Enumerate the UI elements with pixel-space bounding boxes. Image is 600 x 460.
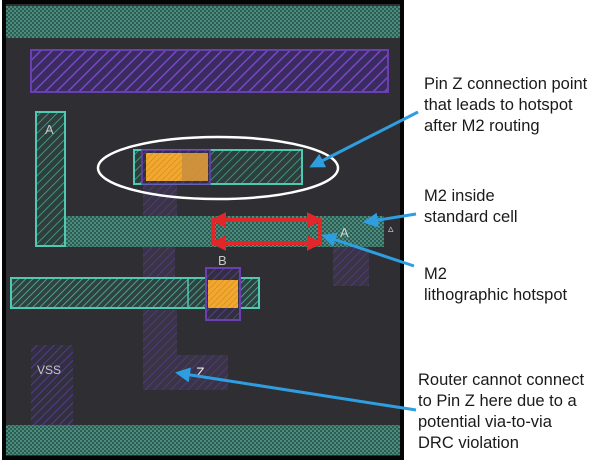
callout-router: Router cannot connect to Pin Z here due … bbox=[418, 371, 585, 452]
top-metal-bar bbox=[30, 49, 389, 93]
callout-arrow-router bbox=[175, 367, 417, 412]
vss-label: VSS bbox=[37, 363, 61, 377]
pin-a-right-label: A bbox=[340, 225, 349, 240]
callout-pin-z-connection: Pin Z connection point that leads to hot… bbox=[424, 75, 588, 135]
pin-z-via-pair bbox=[182, 153, 208, 181]
callout-arrow-m2-inside bbox=[363, 212, 417, 228]
bottom-power-rail bbox=[6, 425, 400, 455]
m2-track bbox=[143, 185, 177, 220]
pin-b-label: B bbox=[218, 253, 227, 268]
m2-track-z-foot bbox=[143, 355, 228, 390]
via-pin-z bbox=[146, 153, 182, 181]
top-power-rail bbox=[6, 6, 400, 38]
m2-track bbox=[143, 245, 175, 277]
pin-a-left-shape bbox=[35, 111, 66, 247]
callout-arrow-m2-hotspot bbox=[321, 232, 415, 268]
m2-track-vss bbox=[31, 345, 73, 425]
via-pin-b bbox=[208, 280, 238, 308]
pin-a-left-label: A bbox=[45, 122, 54, 137]
pin-z-label: Z bbox=[196, 364, 205, 380]
callout-m2-hotspot: M2 lithographic hotspot bbox=[424, 265, 568, 304]
callout-m2-inside: M2 inside standard cell bbox=[424, 187, 518, 226]
callout-arrow-pin-z-connection bbox=[309, 110, 419, 168]
highlight-ellipse bbox=[96, 135, 340, 201]
edge-marker: ▵ bbox=[388, 223, 394, 235]
